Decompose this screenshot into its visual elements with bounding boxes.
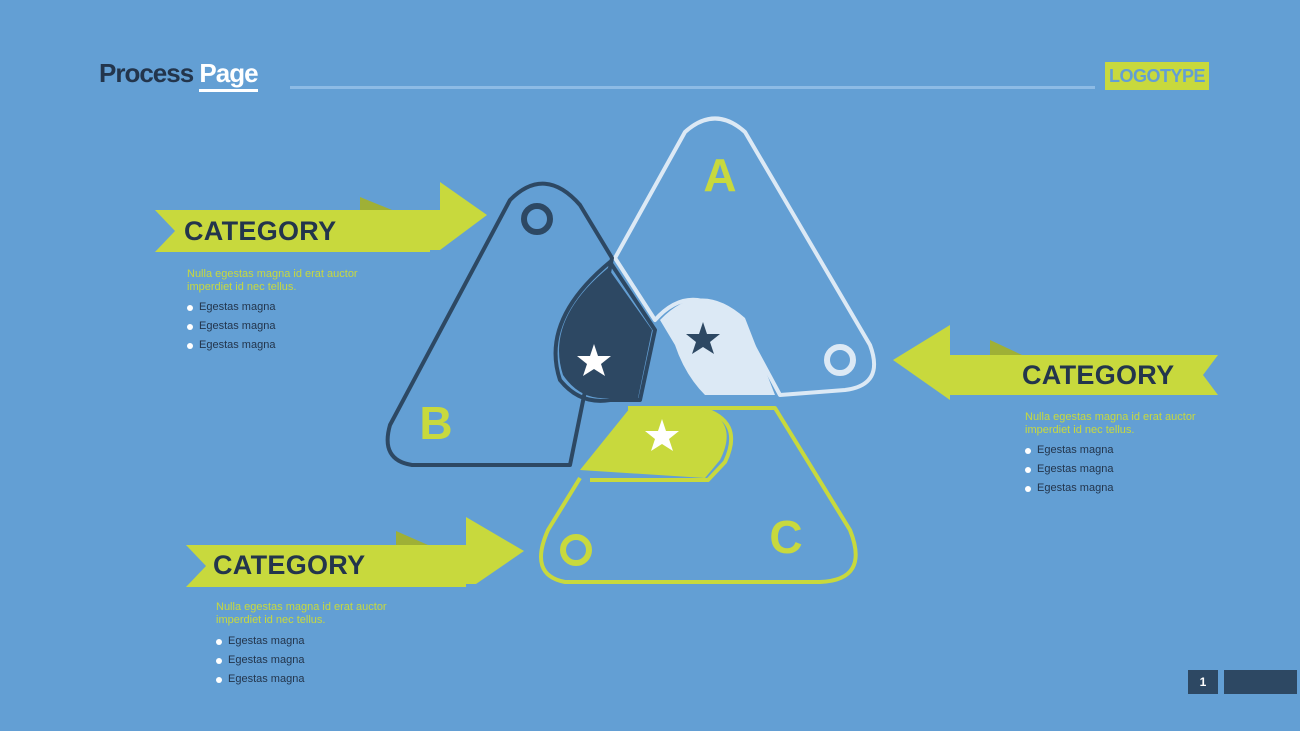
page-number: 1 xyxy=(1188,670,1218,694)
triangle-b-letter: B xyxy=(419,397,453,449)
bullet-item: Egestas magna xyxy=(187,336,275,355)
bullet-item: Egestas magna xyxy=(187,298,275,317)
arrow-right-icon xyxy=(186,517,524,587)
category-label: CATEGORY xyxy=(213,550,366,580)
title-main: Process xyxy=(99,58,194,88)
circle-icon xyxy=(521,203,553,235)
bullet-item: Egestas magna xyxy=(1025,441,1113,460)
category-description: Nulla egestas magna id erat auctor imper… xyxy=(187,268,358,293)
category-bullets: Egestas magna Egestas magna Egestas magn… xyxy=(1025,441,1113,498)
category-bullets: Egestas magna Egestas magna Egestas magn… xyxy=(216,632,304,689)
bullet-item: Egestas magna xyxy=(216,651,304,670)
bullet-item: Egestas magna xyxy=(187,317,275,336)
bullet-item: Egestas magna xyxy=(216,632,304,651)
circle-icon xyxy=(824,344,856,376)
category-bullets: Egestas magna Egestas magna Egestas magn… xyxy=(187,298,275,355)
arrow-left-icon xyxy=(893,325,1218,400)
category-description: Nulla egestas magna id erat auctor imper… xyxy=(216,601,387,626)
triangle-c-letter: C xyxy=(769,511,803,563)
category-label: CATEGORY xyxy=(1022,360,1175,390)
page-title: Process Page xyxy=(99,58,259,92)
category-description: Nulla egestas magna id erat auctor imper… xyxy=(1025,411,1196,436)
circle-icon xyxy=(560,534,592,566)
triangle-c xyxy=(539,406,858,584)
star-icon xyxy=(577,344,611,376)
bullet-item: Egestas magna xyxy=(216,670,304,689)
header-divider xyxy=(290,86,1095,89)
star-icon xyxy=(645,419,679,451)
bullet-item: Egestas magna xyxy=(1025,479,1113,498)
page-bar xyxy=(1224,670,1297,694)
triangle-b xyxy=(385,181,657,467)
category-label: CATEGORY xyxy=(184,216,337,246)
triangle-a xyxy=(613,116,876,397)
logotype: LOGOTYPE xyxy=(1105,62,1210,90)
star-icon xyxy=(686,322,720,354)
triangle-a-letter: A xyxy=(703,149,737,201)
arrow-right-icon xyxy=(155,182,487,252)
bullet-item: Egestas magna xyxy=(1025,460,1113,479)
title-accent: Page xyxy=(199,58,259,92)
